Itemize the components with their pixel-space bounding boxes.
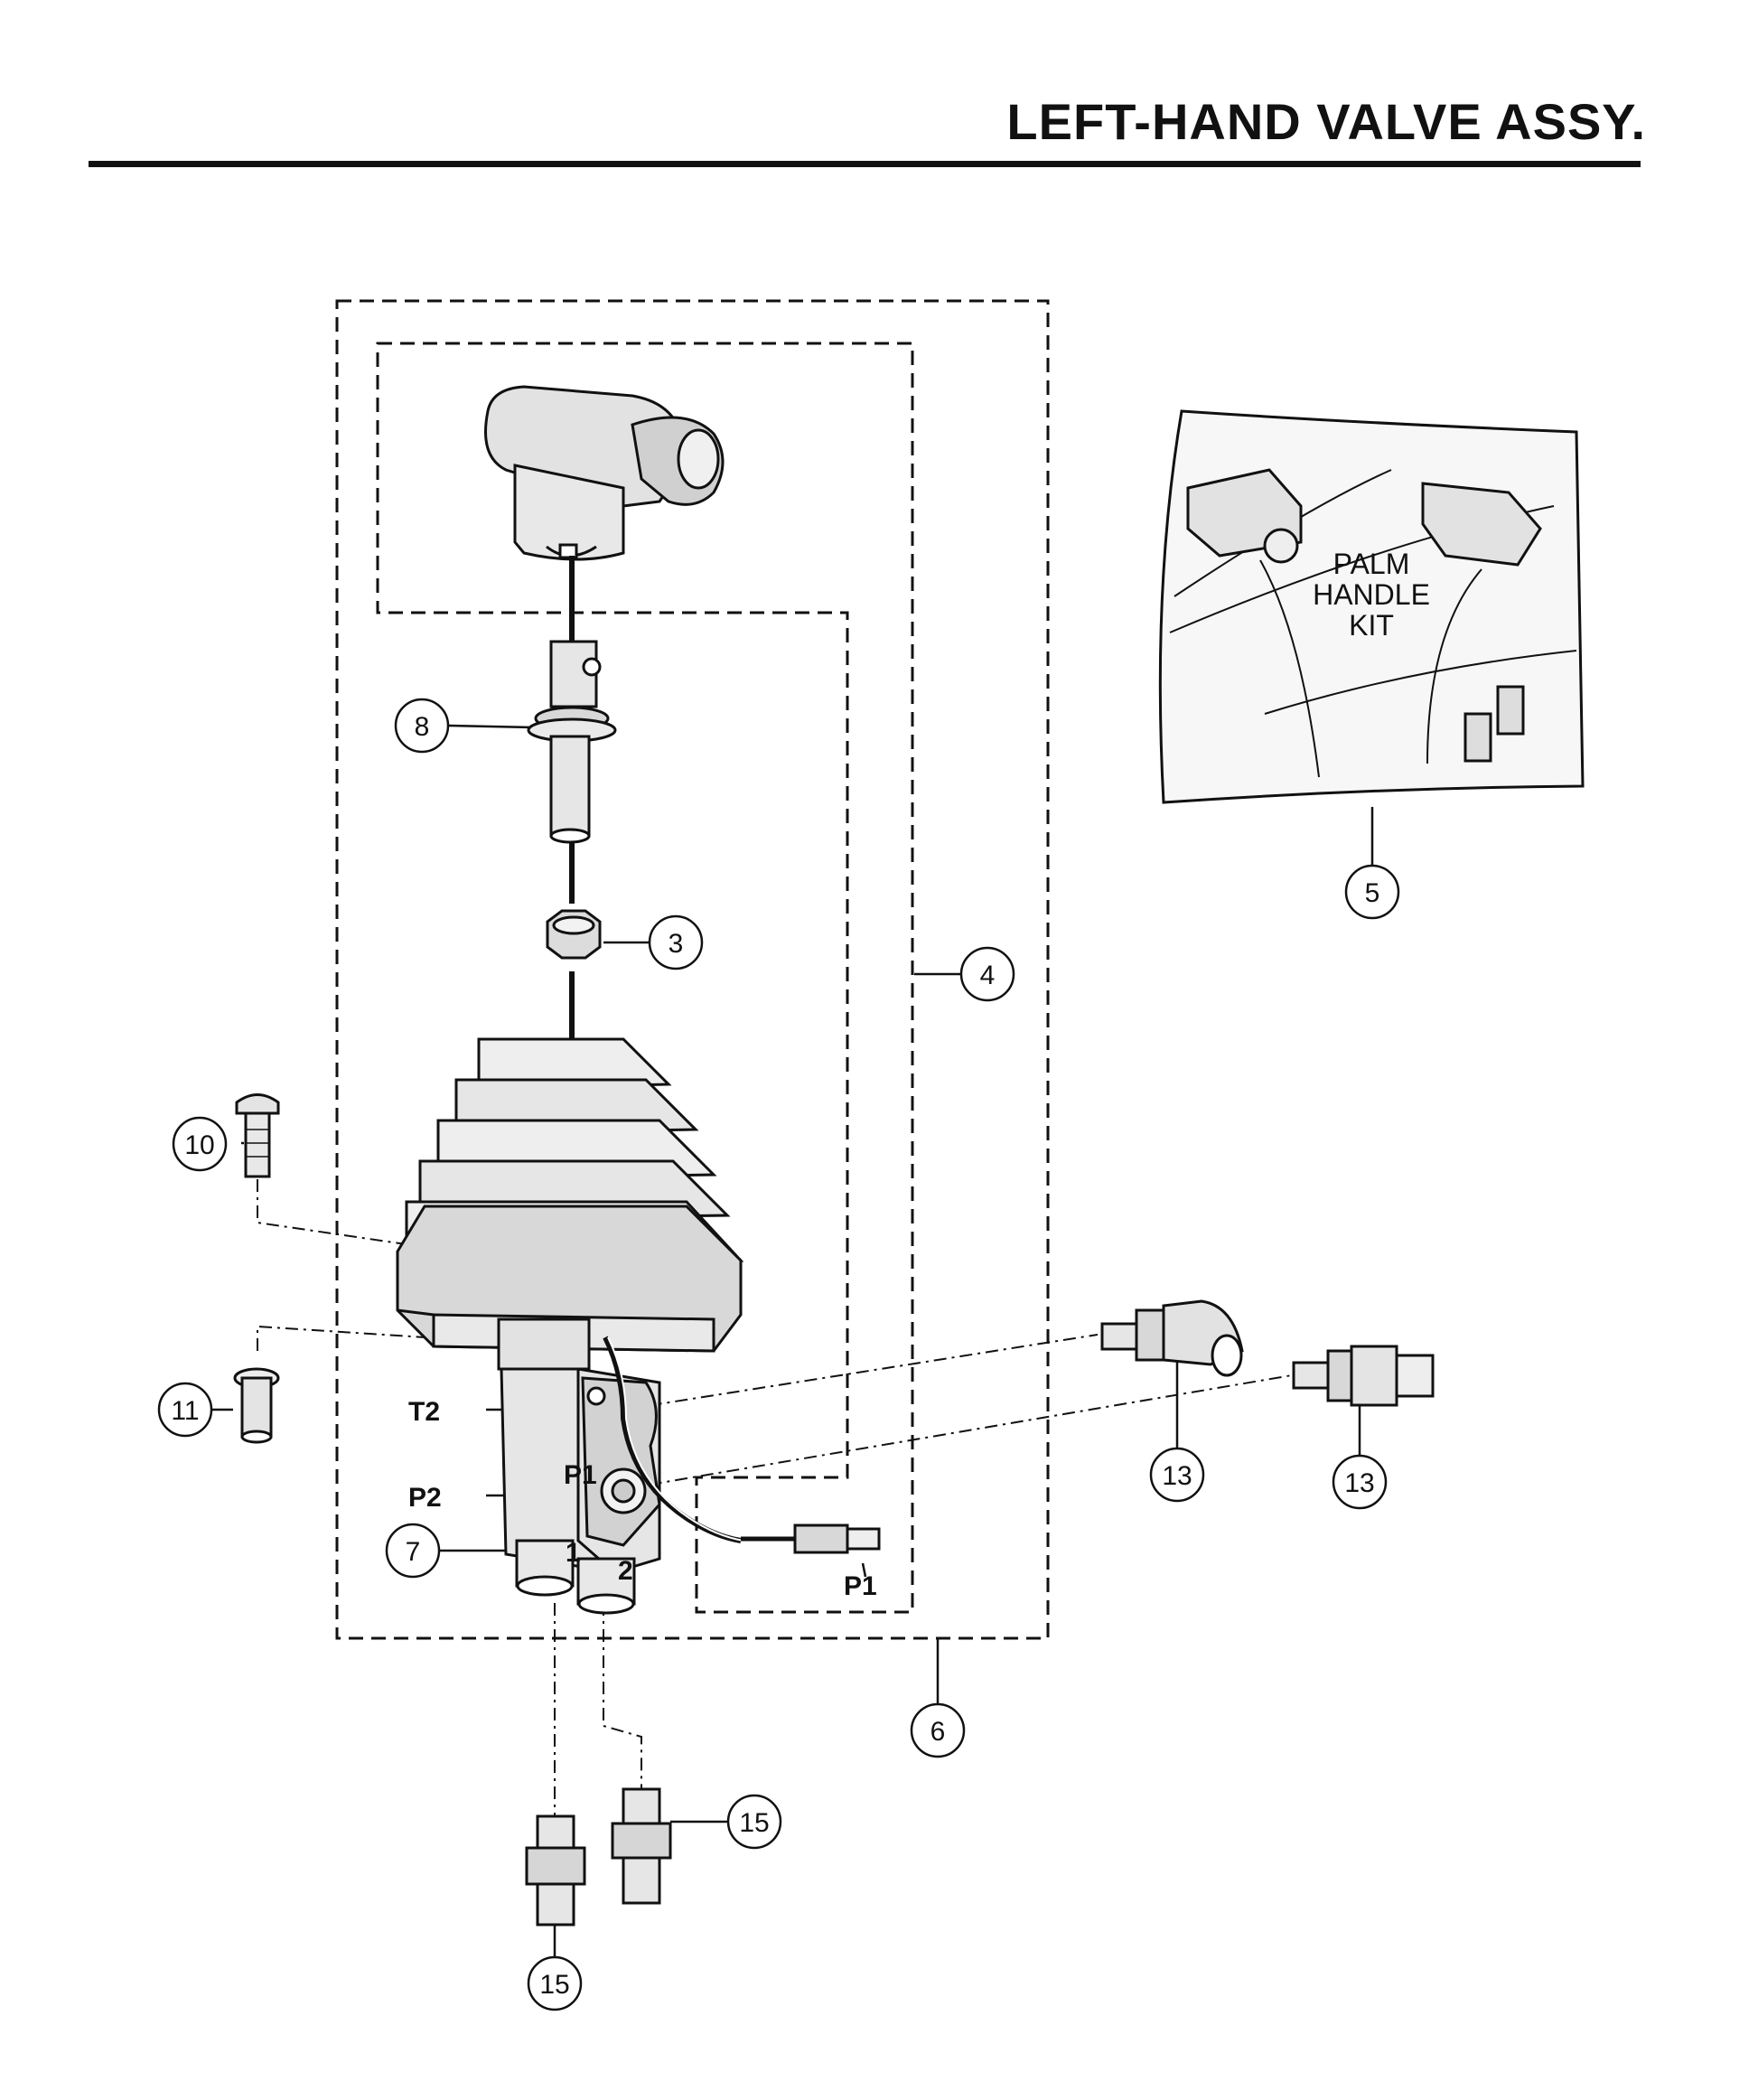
nut-part-3 — [546, 909, 602, 960]
bolt-part-10 — [235, 1093, 280, 1178]
port-label-2: 2 — [618, 1556, 633, 1586]
callout-5: 5 — [1365, 878, 1380, 908]
callout-8: 8 — [415, 712, 430, 742]
adapter-part-15-right — [611, 1787, 672, 1905]
straight-fitting-part-13 — [1292, 1345, 1435, 1407]
port-label-p1-connector: P1 — [844, 1571, 877, 1601]
kit-label-line-3: KIT — [1349, 609, 1394, 642]
p1-wire-connector — [741, 1523, 881, 1554]
title-rule — [89, 161, 1641, 167]
port-label-p1-body: P1 — [564, 1460, 597, 1490]
kit-label-line-1: PALM — [1333, 548, 1410, 580]
bellows-boot — [396, 1037, 744, 1353]
elbow-fitting-part-13 — [1100, 1299, 1244, 1377]
outer-assembly-box — [335, 299, 1050, 1640]
callout-7: 7 — [406, 1537, 421, 1567]
inner-assembly-box — [376, 342, 914, 1614]
assembly-boundaries — [335, 299, 1050, 1640]
adapter-part-15-left — [525, 1814, 586, 1927]
callout-3: 3 — [669, 929, 684, 959]
callout-bubbles — [157, 698, 1400, 2011]
clevis-part-8 — [527, 640, 617, 844]
callout-10: 10 — [184, 1130, 214, 1160]
dashed-leaders — [257, 1179, 1293, 1816]
port-label-t2: T2 — [408, 1397, 440, 1427]
callout-13-elbow: 13 — [1162, 1461, 1192, 1491]
callout-4: 4 — [980, 961, 996, 990]
callout-15-right: 15 — [739, 1808, 769, 1838]
port-label-p2: P2 — [408, 1483, 442, 1513]
palm-handle-kit-bag — [1158, 409, 1585, 804]
kit-label-line-2: HANDLE — [1313, 578, 1430, 611]
port-label-1: 1 — [566, 1538, 581, 1568]
callout-6: 6 — [930, 1717, 946, 1747]
palm-handle — [484, 385, 725, 561]
spacer-part-11 — [233, 1367, 280, 1444]
callout-numbers: 8 3 4 5 6 7 10 11 13 13 15 15 — [171, 712, 1379, 2000]
callout-11: 11 — [171, 1396, 199, 1426]
page-title: LEFT-HAND VALVE ASSY. — [1006, 93, 1646, 150]
callout-15-left: 15 — [539, 1970, 569, 2000]
callout-13-straight: 13 — [1344, 1468, 1374, 1498]
valve-body-part-7 — [497, 1317, 744, 1615]
